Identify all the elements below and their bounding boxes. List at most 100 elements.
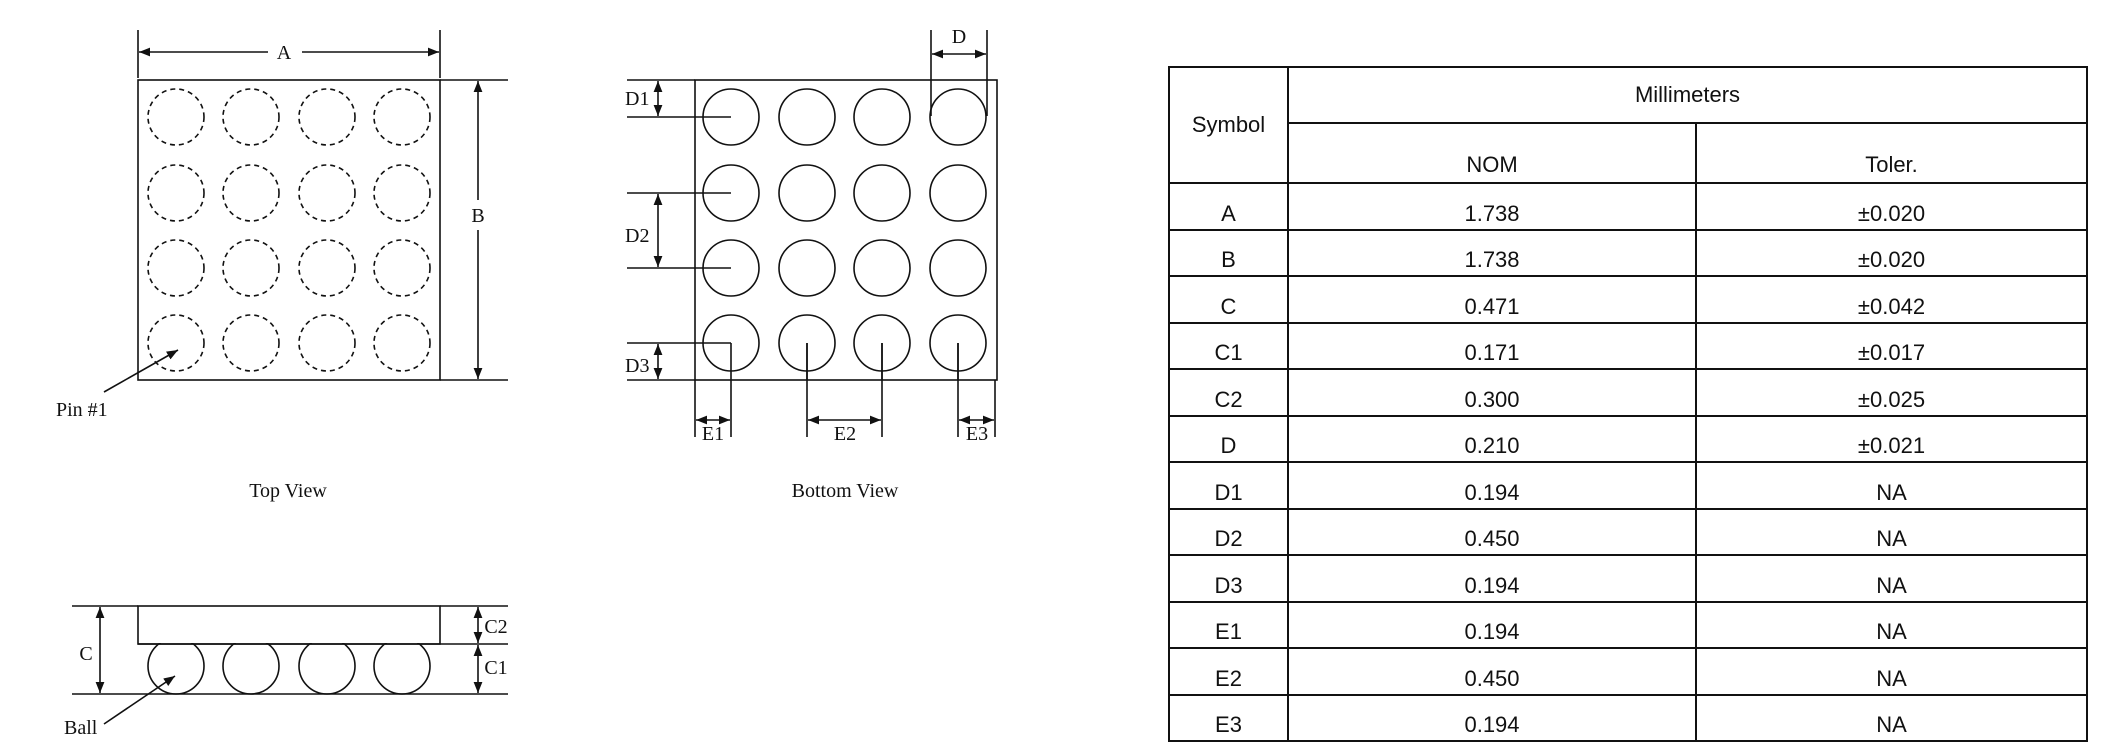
dim-d-label: D	[952, 26, 966, 48]
nom-cell: 0.194	[1287, 693, 1697, 742]
tolerance-cell: NA	[1695, 461, 2088, 510]
top-view-ball	[222, 88, 280, 146]
symbol-cell: C1	[1168, 321, 1289, 370]
nom-header: NOM	[1287, 122, 1697, 184]
top-view-ball	[373, 164, 431, 222]
top-view-ball	[222, 164, 280, 222]
nom-cell: 0.210	[1287, 414, 1697, 463]
tolerance-cell: ±0.021	[1695, 414, 2088, 463]
ball-label: Ball	[64, 717, 98, 739]
symbol-cell: A	[1168, 182, 1289, 231]
bottom-view	[627, 30, 998, 437]
bottom-view-outline	[694, 79, 998, 381]
ball-leader	[103, 675, 176, 725]
dim-e3-label: E3	[966, 423, 988, 445]
side-view-ball	[222, 637, 280, 695]
symbol-cell: D3	[1168, 554, 1289, 603]
symbol-cell: D	[1168, 414, 1289, 463]
bottom-view-ball	[929, 164, 987, 222]
tolerance-cell: ±0.020	[1695, 228, 2088, 277]
bottom-view-ball	[778, 164, 836, 222]
symbol-cell: E1	[1168, 600, 1289, 649]
nom-cell: 0.171	[1287, 321, 1697, 370]
top-view-ball	[147, 314, 205, 372]
bottom-view-ball	[778, 239, 836, 297]
tolerance-cell: ±0.020	[1695, 182, 2088, 231]
dim-c1-label: C1	[484, 657, 507, 679]
bottom-view-ball	[929, 239, 987, 297]
top-view-ball	[373, 239, 431, 297]
bottom-view-ball-grid	[702, 88, 987, 372]
symbol-cell: C2	[1168, 368, 1289, 417]
side-view-balls	[138, 607, 440, 695]
symbol-cell: B	[1168, 228, 1289, 277]
side-view-ball	[373, 637, 431, 695]
top-view-ball	[298, 164, 356, 222]
bottom-view-ball	[853, 164, 911, 222]
top-view-ball	[373, 314, 431, 372]
tolerance-cell: ±0.017	[1695, 321, 2088, 370]
top-view-ball	[222, 314, 280, 372]
nom-cell: 0.194	[1287, 461, 1697, 510]
symbol-cell: E3	[1168, 693, 1289, 742]
tolerance-cell: ±0.042	[1695, 275, 2088, 324]
pin-1-label: Pin #1	[56, 399, 108, 421]
side-view	[72, 605, 508, 725]
dim-b-label: B	[471, 205, 484, 227]
bottom-view-ball	[778, 88, 836, 146]
top-view-ball	[147, 88, 205, 146]
symbol-cell: D2	[1168, 507, 1289, 556]
top-view-caption: Top View	[249, 480, 327, 502]
dim-d2-label: D2	[625, 225, 649, 247]
side-view-ball	[147, 637, 205, 695]
tolerance-cell: NA	[1695, 600, 2088, 649]
bottom-view-caption: Bottom View	[792, 480, 899, 502]
nom-cell: 0.450	[1287, 647, 1697, 696]
tolerance-cell: ±0.025	[1695, 368, 2088, 417]
millimeters-header: Millimeters	[1287, 66, 2088, 124]
top-view-ball	[298, 239, 356, 297]
top-view-outline	[137, 79, 441, 381]
symbol-cell: E2	[1168, 647, 1289, 696]
nom-cell: 1.738	[1287, 182, 1697, 231]
symbol-header: Symbol	[1168, 66, 1289, 184]
nom-cell: 0.300	[1287, 368, 1697, 417]
symbol-cell: C	[1168, 275, 1289, 324]
tolerance-cell: NA	[1695, 554, 2088, 603]
symbol-cell: D1	[1168, 461, 1289, 510]
top-view-ball	[298, 314, 356, 372]
nom-cell: 1.738	[1287, 228, 1697, 277]
dim-c-label: C	[79, 643, 92, 665]
dim-e2-label: E2	[834, 423, 856, 445]
dim-d1-label: D1	[625, 88, 649, 110]
pin-leader	[103, 349, 179, 393]
dim-e1-label: E1	[702, 423, 724, 445]
bottom-view-ball	[929, 88, 987, 146]
nom-cell: 0.450	[1287, 507, 1697, 556]
top-view-ball	[373, 88, 431, 146]
dim-a-label: A	[277, 42, 292, 64]
side-view-ball	[298, 637, 356, 695]
bottom-view-ball	[853, 88, 911, 146]
tolerance-cell: NA	[1695, 693, 2088, 742]
top-view-ball	[147, 164, 205, 222]
top-view-ball	[298, 88, 356, 146]
tolerance-cell: NA	[1695, 647, 2088, 696]
bottom-view-ball	[853, 239, 911, 297]
top-view	[103, 30, 508, 393]
tolerance-cell: NA	[1695, 507, 2088, 556]
nom-cell: 0.194	[1287, 554, 1697, 603]
